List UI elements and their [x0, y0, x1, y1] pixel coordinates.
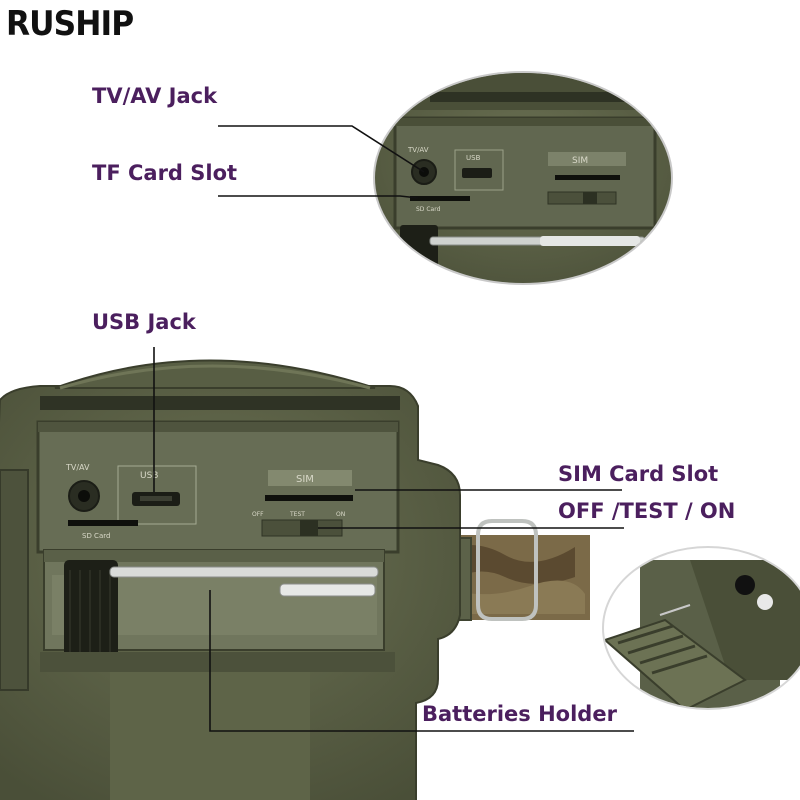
main-usb-marking: USB: [140, 471, 158, 481]
leader-lines: [153, 125, 634, 732]
leader-tf-card: [218, 195, 419, 199]
top-sim-marking: SIM: [572, 156, 588, 166]
top-sd-marking: SD Card: [416, 206, 441, 213]
callout-tv-av-jack: TV/AV Jack: [92, 84, 218, 108]
callout-sim-card-slot: SIM Card Slot: [558, 462, 719, 486]
top-zoom-circle: TV/AV USB SD Card SIM: [373, 71, 673, 285]
main-sd-marking: SD Card: [82, 532, 110, 540]
callout-batteries-holder: Batteries Holder: [422, 702, 617, 726]
camera-body: TV/AV USB SD Card SIM OFF TEST ON: [0, 359, 590, 800]
main-tvav-marking: TV/AV: [65, 463, 90, 472]
top-tvav-marking: TV/AV: [407, 146, 429, 154]
leader-tv-av: [218, 125, 425, 173]
callout-power-switch: OFF /TEST / ON: [558, 499, 736, 523]
main-sim-marking: SIM: [296, 474, 314, 485]
main-on-marking: ON: [336, 511, 345, 518]
brand-logo: RUSHIP: [6, 4, 134, 44]
callout-tf-card-slot: TF Card Slot: [92, 161, 238, 185]
main-test-marking: TEST: [289, 511, 305, 518]
right-zoom-circle: [602, 546, 800, 710]
top-usb-marking: USB: [466, 154, 481, 162]
leader-batteries: [209, 590, 634, 732]
callout-usb-jack: USB Jack: [92, 310, 196, 334]
main-off-marking: OFF: [252, 511, 264, 518]
